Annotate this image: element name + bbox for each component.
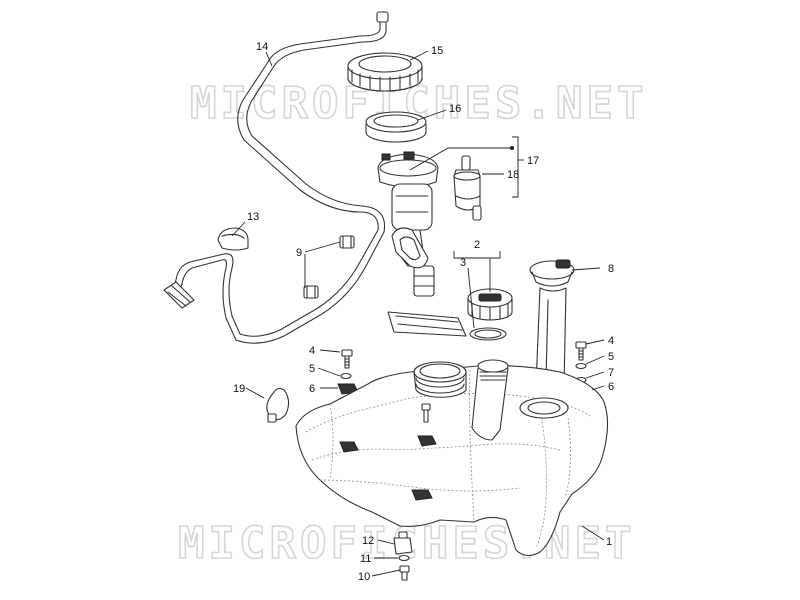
- washer-11: [398, 554, 410, 562]
- callout-3: 3: [460, 257, 466, 269]
- bracket-17: [512, 136, 519, 198]
- callout-6-left: 6: [309, 383, 315, 395]
- bolt-4-right: [575, 341, 587, 361]
- leader-19: [245, 387, 265, 399]
- leader-1: [581, 525, 605, 541]
- spacer-12: [393, 531, 413, 555]
- leader-4-right: [585, 339, 605, 345]
- callout-6-right: 6: [608, 381, 614, 393]
- callout-4-left: 4: [309, 345, 315, 357]
- leader-5-left: [317, 367, 341, 377]
- cap-gasket-part: [469, 327, 507, 341]
- clamp-9-lower: [303, 285, 319, 299]
- callout-12: 12: [362, 535, 374, 547]
- leader-14: [265, 51, 273, 67]
- fuel-filter-part: [453, 155, 482, 221]
- callout-17: 17: [527, 155, 539, 167]
- callout-16: 16: [449, 103, 461, 115]
- callout-1: 1: [606, 536, 612, 548]
- callout-11: 11: [360, 553, 371, 565]
- callout-18: 18: [507, 169, 519, 181]
- washer-5-right: [575, 362, 587, 370]
- leader-15: [409, 50, 429, 61]
- callout-19: 19: [233, 383, 245, 395]
- bolt-10: [399, 565, 410, 581]
- callout-5-left: 5: [309, 363, 315, 375]
- filler-tube-part: [529, 259, 575, 391]
- leader-17-a: [409, 147, 512, 171]
- fuel-tank-part: [295, 359, 609, 557]
- hose-clip-13: [217, 227, 249, 251]
- strap-clamp-19: [266, 387, 290, 423]
- leader-13: [231, 221, 246, 237]
- callout-14: 14: [256, 41, 268, 53]
- leader-12: [377, 539, 395, 545]
- fuel-cap-part: [467, 288, 513, 321]
- leader-16: [417, 109, 447, 121]
- callout-9: 9: [296, 247, 302, 259]
- washer-5-left: [340, 372, 352, 380]
- bracket-2: [453, 251, 501, 259]
- callout-15: 15: [431, 45, 443, 57]
- callout-10: 10: [358, 571, 370, 583]
- leader-6-right: [591, 385, 605, 391]
- bolt-4-left: [341, 349, 353, 369]
- seal-ring-part: [365, 111, 427, 143]
- leader-8: [571, 267, 601, 271]
- leader-10: [371, 569, 401, 577]
- clamp-9-upper: [339, 235, 355, 249]
- leader-7: [585, 371, 605, 379]
- fuel-pump-assembly: [377, 151, 467, 337]
- callout-7: 7: [608, 367, 614, 379]
- leader-9: [304, 241, 341, 288]
- callout-8: 8: [608, 263, 614, 275]
- vent-hose-part: [163, 11, 389, 344]
- leader-3: [467, 267, 475, 329]
- bracket-dot-17: [510, 146, 514, 150]
- ring-nut-part: [347, 52, 423, 92]
- callout-2: 2: [474, 239, 480, 251]
- callout-4-right: 4: [608, 335, 614, 347]
- callout-5-right: 5: [608, 351, 614, 363]
- leader-5-right: [585, 355, 605, 365]
- leader-4-left: [319, 349, 341, 353]
- callout-13: 13: [247, 211, 259, 223]
